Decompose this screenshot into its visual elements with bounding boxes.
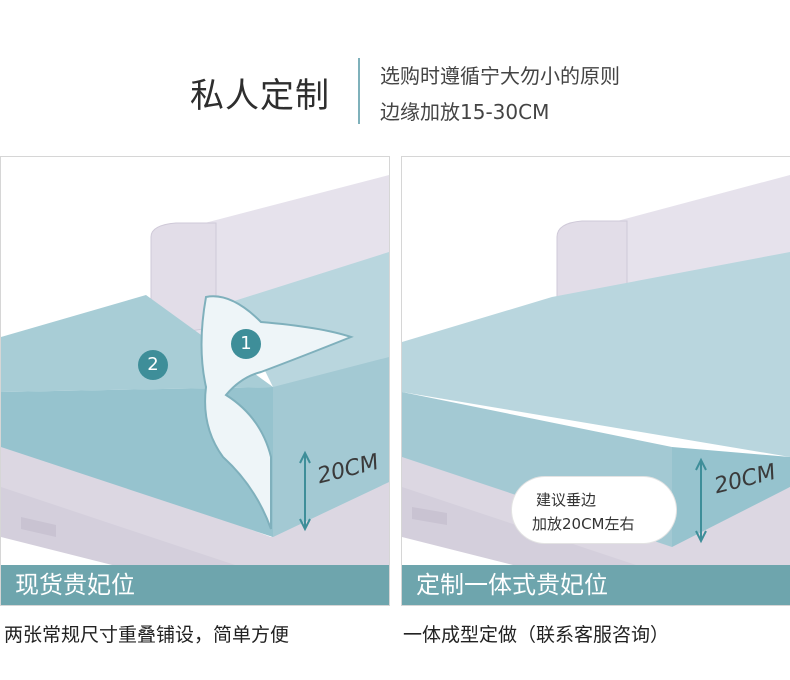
page-title: 私人定制 [190,76,330,116]
header-divider [358,58,360,124]
callout-line1: 建议垂边 [536,491,597,509]
left-caption: 两张常规尺寸重叠铺设，简单方便 [4,624,290,646]
callout-line2: 加放20CM左右 [532,515,635,533]
left-illustration-panel: 1 2 20CM 现货贵妃位 [0,156,390,606]
right-caption: 一体成型定做（联系客服咨询） [403,624,670,646]
header-subtitle-line1: 选购时遵循宁大勿小的原则 [380,64,620,88]
sofa-illustration-left [1,175,389,605]
left-panel-banner: 现货贵妃位 [1,565,389,605]
step-1-badge: 1 [231,329,261,359]
right-illustration-panel: 建议垂边 加放20CM左右 20CM 定制一体式贵妃位 [401,156,790,606]
hem-callout: 建议垂边 加放20CM左右 [512,477,676,543]
right-panel-banner: 定制一体式贵妃位 [402,565,790,605]
step-2-badge: 2 [138,350,168,380]
header-subtitle-line2: 边缘加放15-30CM [380,100,550,124]
